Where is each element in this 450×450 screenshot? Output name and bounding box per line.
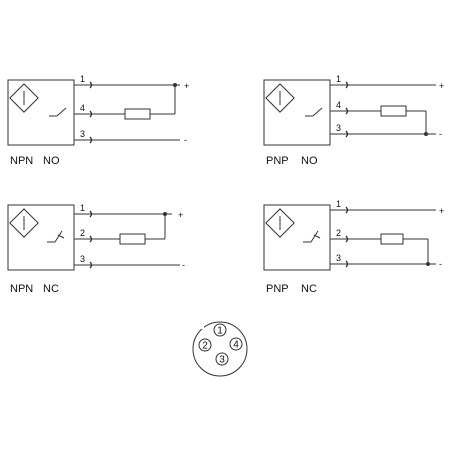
plus-label: +	[184, 81, 189, 91]
type-label: PNP	[266, 283, 289, 295]
pin-label-mid: 2	[80, 228, 85, 238]
pin-label-mid: 4	[80, 103, 85, 113]
proximity-sensor-icon	[9, 83, 39, 113]
proximity-sensor-icon	[265, 208, 295, 238]
pin-label-bot: 3	[336, 253, 341, 263]
load-resistor	[119, 233, 146, 245]
connector-outline	[192, 321, 248, 377]
connector-marks	[89, 81, 93, 144]
connector-pin-2: 2	[198, 338, 212, 352]
switch-no-icon	[49, 107, 67, 117]
connector-pin-2-label: 2	[202, 341, 208, 352]
load-resistor	[380, 105, 407, 117]
connector-pin-4: 4	[229, 337, 243, 351]
minus-label: -	[439, 129, 442, 139]
diagram-npn-no: 1 4 3 + - NPN NO	[7, 74, 189, 167]
junction-dot	[163, 212, 167, 216]
diagram-pnp-nc: 1 2 3 + - PNP NC	[263, 199, 444, 295]
mode-label: NC	[43, 283, 59, 295]
pin-label-top: 1	[80, 74, 85, 84]
proximity-sensor-icon	[265, 83, 295, 113]
proximity-sensor-icon	[9, 208, 39, 238]
sensor-body	[7, 79, 75, 146]
pin-label-mid: 4	[336, 100, 341, 110]
pin-label-bot: 3	[336, 123, 341, 133]
plus-label: +	[439, 206, 444, 216]
connector-key-notch	[196, 324, 204, 329]
minus-label: -	[184, 135, 187, 145]
minus-label: -	[439, 259, 442, 269]
pin-label-top: 1	[80, 203, 85, 213]
load-resistor	[124, 108, 151, 120]
pin-label-top: 1	[336, 74, 341, 84]
diagram-pnp-no: 1 4 3 + - PNP NO	[263, 74, 444, 167]
switch-no-icon	[305, 107, 323, 117]
diagram-npn-nc: 1 2 3 + - NPN NC	[7, 203, 185, 295]
connector-pin-3-label: 3	[219, 355, 225, 366]
connector-pin-1: 1	[213, 323, 227, 337]
pin-label-bot: 3	[80, 129, 85, 139]
connector-pinout: 1 2 3 4	[192, 321, 248, 377]
mode-label: NO	[43, 155, 60, 167]
pin-label-mid: 2	[336, 228, 341, 238]
connector-pin-1-label: 1	[217, 326, 223, 337]
switch-nc-icon	[303, 230, 321, 243]
connector-pin-4-label: 4	[233, 340, 239, 351]
connector-marks	[89, 210, 93, 269]
load-resistor	[380, 233, 404, 245]
sensor-body	[7, 204, 75, 271]
mode-label: NO	[301, 155, 318, 167]
pin-label-top: 1	[336, 199, 341, 209]
mode-label: NC	[301, 283, 317, 295]
sensor-body	[263, 204, 331, 271]
plus-label: +	[178, 210, 183, 220]
connector-marks	[345, 206, 349, 268]
plus-label: +	[439, 81, 444, 91]
connector-pin-3: 3	[215, 352, 229, 366]
minus-label: -	[182, 260, 185, 270]
switch-nc-icon	[47, 230, 65, 243]
type-label: NPN	[10, 283, 33, 295]
type-label: PNP	[266, 155, 289, 167]
connector-marks	[345, 81, 349, 138]
sensor-body	[263, 79, 331, 146]
pin-label-bot: 3	[80, 254, 85, 264]
type-label: NPN	[10, 155, 33, 167]
